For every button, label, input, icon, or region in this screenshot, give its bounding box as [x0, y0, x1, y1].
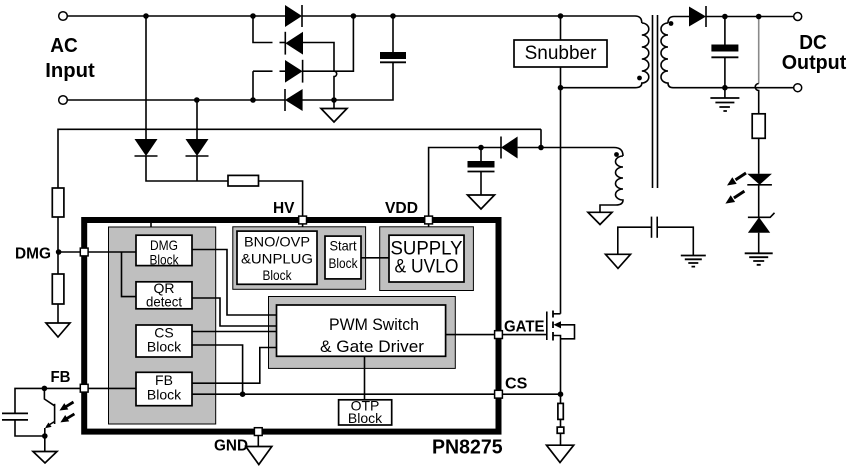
svg-text:AC: AC — [50, 35, 78, 57]
svg-text:& Gate Driver: & Gate Driver — [320, 338, 425, 356]
svg-text:PN8275: PN8275 — [432, 437, 503, 459]
svg-text:Block: Block — [263, 267, 293, 283]
svg-text:CS: CS — [505, 376, 528, 393]
svg-text:GATE: GATE — [504, 319, 545, 336]
svg-text:FB: FB — [51, 369, 71, 386]
svg-text:Block: Block — [147, 339, 182, 355]
svg-text:Block: Block — [329, 255, 359, 271]
svg-text:Block: Block — [147, 387, 182, 403]
svg-text:Block: Block — [150, 252, 180, 268]
svg-text:GND: GND — [214, 438, 248, 455]
svg-text:PWM Switch: PWM Switch — [329, 316, 419, 334]
svg-text:BNO/OVP: BNO/OVP — [244, 234, 310, 250]
svg-text:DC: DC — [799, 32, 827, 54]
svg-text:Start: Start — [330, 238, 357, 254]
svg-text:detect: detect — [146, 294, 182, 310]
svg-text:HV: HV — [273, 200, 295, 217]
svg-text:OTP: OTP — [351, 398, 380, 414]
svg-text:DMG: DMG — [15, 246, 51, 263]
svg-text:& UVLO: & UVLO — [395, 257, 459, 278]
svg-text:VDD: VDD — [385, 200, 418, 217]
svg-text:Block: Block — [348, 410, 383, 426]
svg-text:SUPPLY: SUPPLY — [391, 239, 463, 260]
svg-text:FB: FB — [155, 372, 173, 388]
svg-text:CS: CS — [154, 325, 173, 341]
svg-text:QR: QR — [154, 280, 175, 296]
svg-text:DMG: DMG — [150, 237, 178, 253]
svg-text:Output: Output — [782, 52, 847, 74]
svg-text:Snubber: Snubber — [525, 43, 598, 64]
svg-text:&UNPLUG: &UNPLUG — [241, 251, 313, 267]
svg-text:Input: Input — [45, 60, 95, 82]
